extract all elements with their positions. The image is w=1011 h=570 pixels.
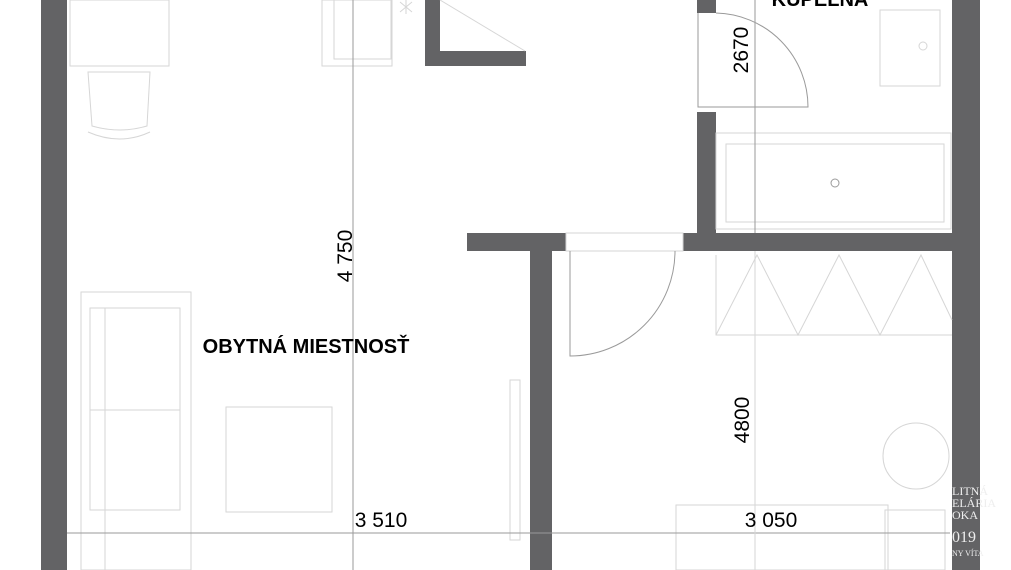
bathtub (715, 132, 952, 230)
dim-living-height: 4 750 (334, 230, 357, 283)
wall-top-middle-horizontal (425, 51, 526, 66)
dim-bathroom-height: 2670 (730, 27, 753, 74)
bathroom-door (697, 12, 809, 108)
door-opening (565, 232, 684, 252)
room-label-bathroom: KÚPEĽŇA (772, 0, 869, 11)
closet-diagonal (439, 0, 526, 52)
drain-icon (918, 41, 928, 51)
wall-bathroom-bottom (683, 233, 980, 251)
svg-text:ELÁRIA: ELÁRIA (952, 496, 996, 510)
furniture (69, 0, 953, 570)
bathtub-inner (725, 143, 945, 223)
nightstand (884, 509, 946, 570)
wall-bathroom-top-stub (697, 0, 716, 13)
doors (565, 12, 809, 357)
wall-hall-top (467, 233, 566, 251)
walls (41, 0, 980, 570)
dim-living-width: 3 510 (355, 509, 408, 532)
watermark-logo: LITNÁ ELÁRIA OKA 019 NY VÍTA (952, 484, 996, 558)
room-label-living: OBYTNÁ MIESTNOSŤ (203, 334, 410, 358)
chair (87, 71, 151, 140)
room-door (569, 250, 676, 357)
svg-text:NY VÍTA: NY VÍTA (952, 548, 984, 558)
dim-right-room-height: 4800 (731, 397, 754, 444)
svg-text:OKA: OKA (952, 508, 978, 522)
wardrobe (715, 253, 953, 337)
round-table (882, 422, 950, 490)
desk (69, 0, 170, 67)
bathtub-drain-icon (830, 178, 840, 188)
wall-left (41, 0, 67, 570)
sofa (80, 291, 192, 570)
shelf (509, 379, 521, 541)
wall-partition (530, 251, 552, 570)
wall-bathroom-left (697, 112, 716, 251)
svg-text:019: 019 (952, 529, 976, 546)
dimension-lines (67, 0, 950, 570)
coffee-table (225, 406, 333, 513)
bed (675, 504, 889, 570)
kitchen-counter (321, 0, 393, 67)
dim-right-room-width: 3 050 (745, 509, 798, 532)
svg-text:LITNÁ: LITNÁ (952, 484, 988, 498)
wall-right (952, 0, 980, 570)
hob-icon (399, 0, 413, 14)
washbasin (879, 9, 941, 87)
wall-top-middle (425, 0, 440, 66)
sink-unit (333, 0, 392, 60)
sofa-cushions (89, 307, 181, 570)
